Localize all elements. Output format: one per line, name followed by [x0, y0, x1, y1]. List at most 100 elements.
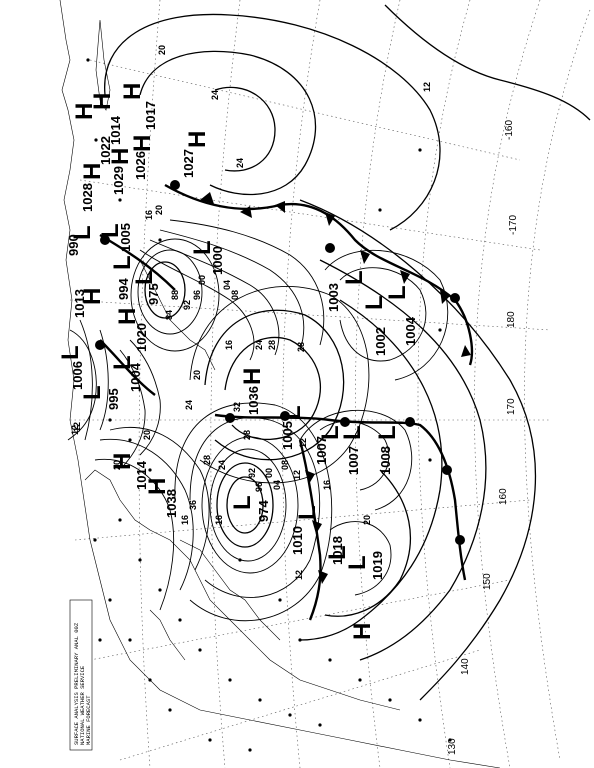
low-pressure-icon: L [339, 425, 366, 440]
pressure-label-995: 995 [106, 388, 121, 410]
isobar-label: 12 [70, 425, 80, 435]
low-pressure-icon: L [341, 270, 368, 285]
pressure-label-1036: 1036 [246, 386, 261, 415]
pressure-label-1014: 1014 [108, 115, 123, 145]
isobar-label: 36 [188, 500, 198, 510]
longitude-labels: -160 -170 180 170 160 150 140 130 [447, 120, 519, 755]
isobar-label: 28 [296, 342, 306, 352]
isobar-label: 04 [222, 280, 232, 290]
pressure-label-1017: 1017 [143, 101, 158, 130]
high-pressure-icon: H [109, 453, 136, 470]
pressure-label-1000: 1000 [210, 246, 225, 275]
low-pressure-icon: L [344, 555, 371, 570]
longitude-label: 130 [447, 738, 458, 755]
low-pressure-icon: L [317, 425, 344, 440]
isobar-label: 16 [322, 480, 332, 490]
low-pressure-icon: L [189, 240, 216, 255]
caption-line: NATIONAL WEATHER SERVICE [79, 665, 86, 745]
isobar-label: 20 [157, 45, 167, 55]
isobar-label: 16 [214, 515, 224, 525]
pressure-centers: H 1027 H 1026 H 1029 H 1028 H 1017 H 101… [57, 83, 418, 640]
pressure-label-1003: 1003 [326, 283, 341, 312]
pressure-label-1020: 1020 [134, 323, 149, 352]
isobar-label: 24 [217, 460, 227, 470]
isobar-label: 24 [184, 400, 194, 410]
low-pressure-icon: L [229, 495, 256, 510]
isobar-label: 24 [210, 90, 220, 100]
isobar-label: 20 [362, 515, 372, 525]
high-pressure-icon: H [239, 368, 266, 385]
isobar-label: 24 [254, 340, 264, 350]
isobars [67, 4, 591, 701]
low-pressure-icon: L [69, 225, 96, 240]
pressure-label-1010: 1010 [290, 526, 305, 555]
pressure-label-974: 974 [256, 500, 271, 522]
high-pressure-icon: H [71, 103, 98, 120]
isobar-label: 12 [72, 422, 82, 432]
isobar-label: 96 [254, 482, 264, 492]
pressure-label-1004: 1004 [128, 362, 143, 392]
isobar-label: 16 [144, 210, 154, 220]
high-pressure-icon: H [119, 83, 146, 100]
longitude-label: -160 [504, 120, 515, 140]
isobar-label: 12 [292, 470, 302, 480]
high-pressure-icon: H [114, 308, 141, 325]
cold-front-icon [164, 183, 474, 366]
isobar-label: 12 [422, 82, 432, 92]
isobar-label: 20 [154, 205, 164, 215]
isobar-labels: 20 24 12 12 16 20 24 28 28 32 24 20 16 0… [70, 45, 432, 580]
low-pressure-icon: L [109, 355, 136, 370]
isobar-label: 92 [182, 300, 192, 310]
coastline [59, 0, 501, 768]
low-pressure-icon: L [294, 505, 321, 520]
longitude-label: 160 [498, 488, 509, 505]
pressure-label-1004: 1004 [403, 316, 418, 346]
low-pressure-icon: L [361, 295, 388, 310]
low-pressure-icon: L [279, 405, 306, 420]
isobar-label: 12 [294, 570, 304, 580]
high-pressure-icon: H [79, 288, 106, 305]
pressure-label-1005: 1005 [118, 223, 133, 252]
isobar-label: 28 [267, 340, 277, 350]
isobar-label: 28 [242, 430, 252, 440]
chart-caption: SURFACE ANALYSIS PRELIMINARY ANAL 00Z NA… [69, 599, 93, 751]
pressure-label-1014: 1014 [134, 460, 149, 490]
isobar-label: 08 [280, 460, 290, 470]
isobar-label: 92 [247, 468, 257, 478]
isobar-label: 96 [192, 290, 202, 300]
longitude-label: -170 [508, 215, 519, 235]
pressure-label-1007: 1007 [346, 446, 361, 475]
isobar-label: 20 [112, 460, 122, 470]
pressure-label-994: 994 [116, 278, 131, 300]
pressure-label-1022: 1022 [98, 136, 113, 165]
pressure-label-1038: 1038 [164, 489, 179, 518]
longitude-label: 170 [506, 398, 517, 415]
pressure-label-1006: 1006 [70, 361, 85, 390]
isobar-label: 88 [170, 290, 180, 300]
pressure-label-975: 975 [146, 283, 161, 305]
pressure-label-1027: 1027 [181, 149, 196, 178]
pressure-label-1008: 1008 [378, 446, 393, 475]
pressure-label-990: 990 [66, 234, 81, 256]
high-pressure-icon: H [184, 131, 211, 148]
isobar-label: 12 [298, 438, 308, 448]
pressure-label-1018: 1018 [330, 536, 345, 565]
longitude-label: 180 [506, 311, 517, 328]
low-pressure-icon: L [131, 270, 158, 285]
isobar-label: 28 [202, 455, 212, 465]
high-pressure-icon: H [79, 163, 106, 180]
low-pressure-icon: L [79, 385, 106, 400]
high-pressure-icon: H [89, 93, 116, 110]
longitude-label: 140 [460, 658, 471, 675]
pressure-label-1005: 1005 [280, 421, 295, 450]
isobar-label: 20 [142, 430, 152, 440]
pressure-label-1026: 1026 [133, 151, 148, 180]
isobar-label: 16 [224, 340, 234, 350]
isobar-label: 08 [230, 290, 240, 300]
high-pressure-icon: H [129, 135, 156, 152]
isobar-label: 00 [264, 468, 274, 478]
longitude-label: 150 [482, 573, 493, 590]
pressure-label-1007: 1007 [314, 436, 329, 465]
high-pressure-icon: H [144, 478, 171, 495]
